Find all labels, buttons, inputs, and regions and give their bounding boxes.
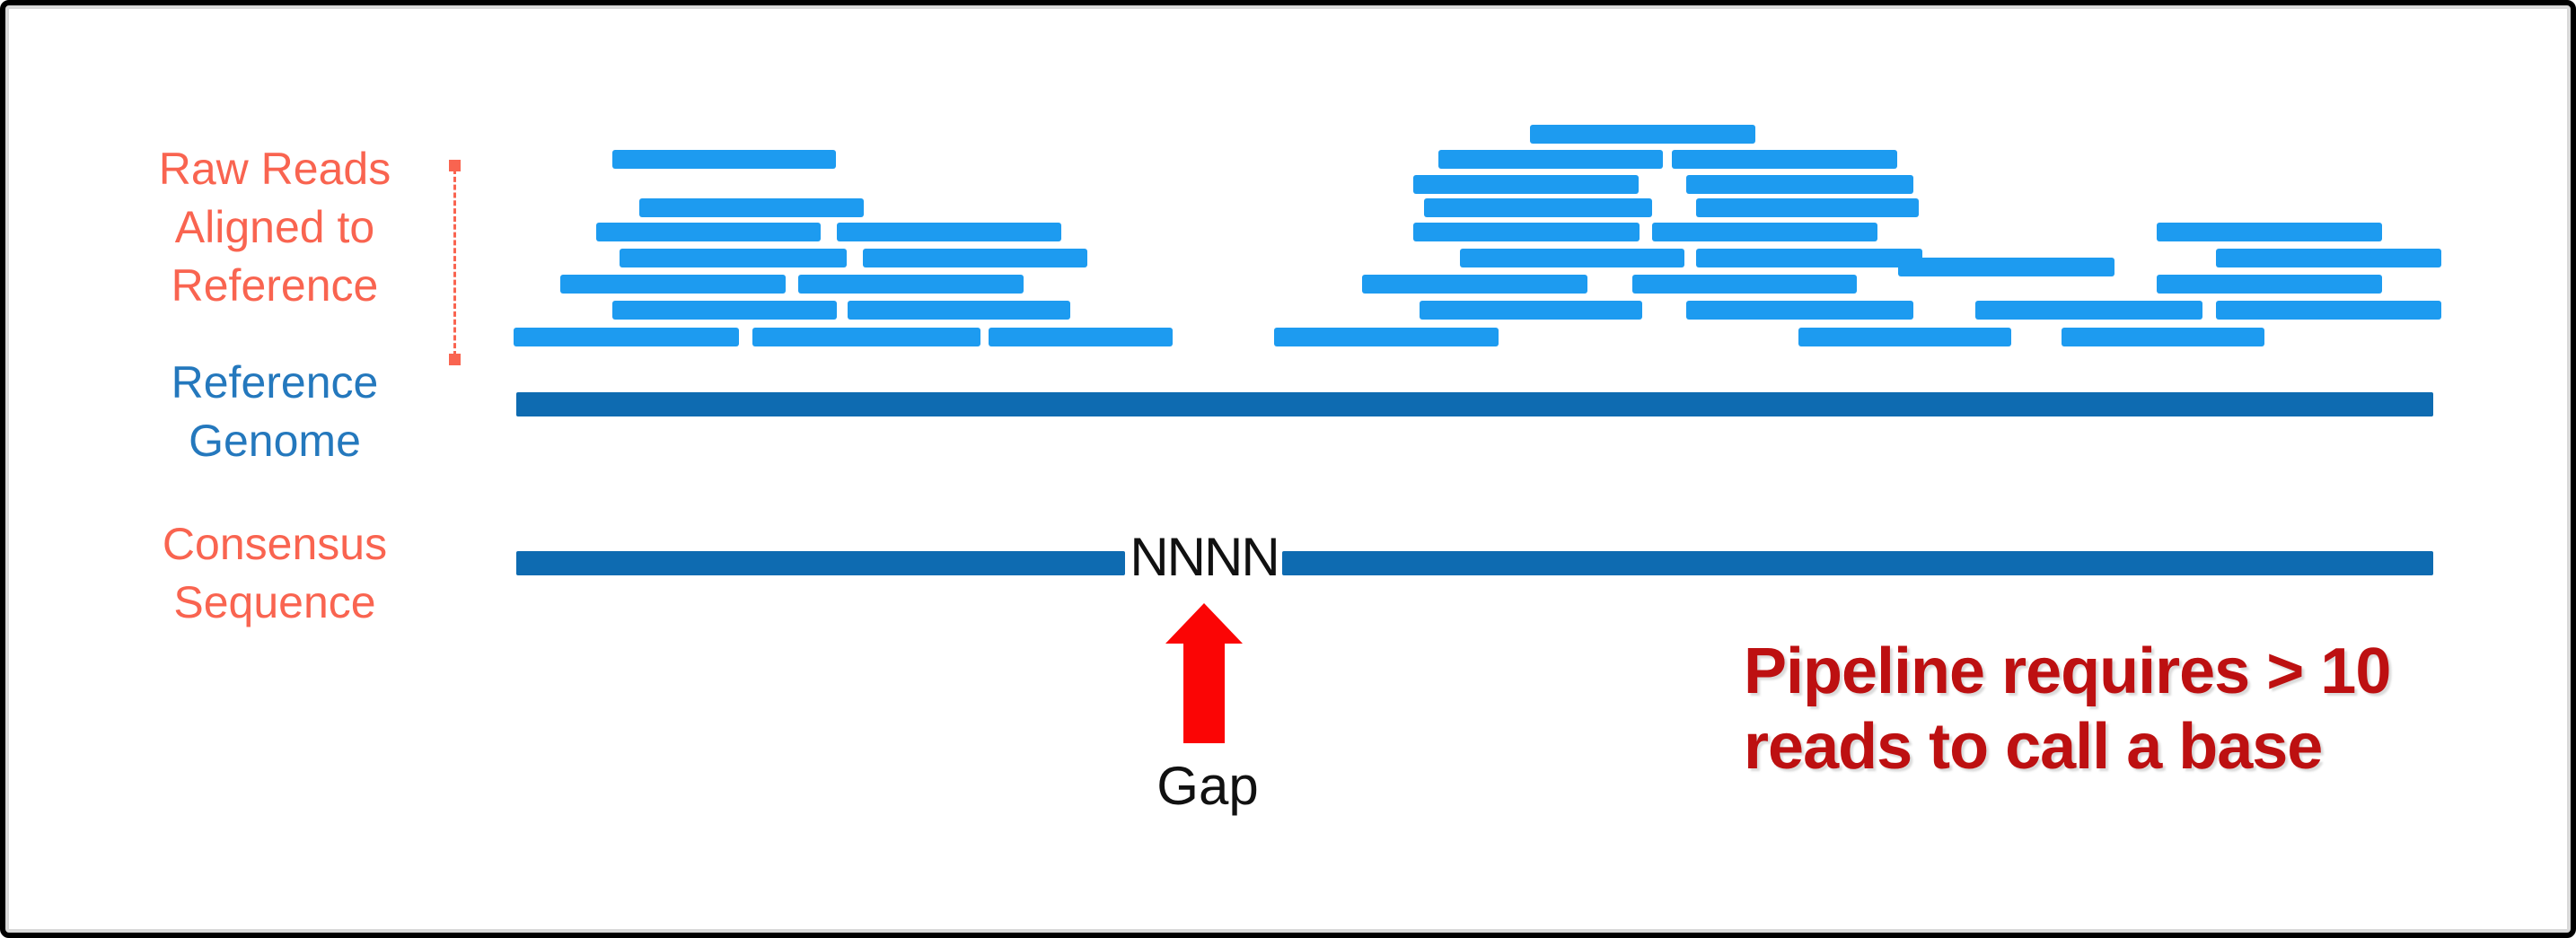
read-bar bbox=[2216, 249, 2441, 267]
consensus-sequence-label-line2: Sequence bbox=[173, 577, 376, 627]
read-bar bbox=[752, 328, 980, 346]
read-bar bbox=[1424, 198, 1652, 217]
read-bar bbox=[596, 223, 821, 241]
gap-arrow-head-icon bbox=[1165, 603, 1243, 644]
raw-reads-label-line3: Reference bbox=[171, 260, 379, 311]
consensus-sequence-label-line1: Consensus bbox=[162, 519, 388, 569]
read-bar bbox=[1686, 175, 1913, 194]
raw-reads-label-line2: Aligned to bbox=[174, 202, 375, 252]
consensus-bar-left bbox=[516, 551, 1125, 575]
reference-genome-label: Reference Genome bbox=[59, 354, 490, 470]
read-bar bbox=[2157, 275, 2382, 294]
read-bar bbox=[848, 301, 1070, 320]
pipeline-annotation-line2: reads to call a base bbox=[1744, 711, 2323, 783]
read-bar bbox=[1672, 150, 1897, 169]
reference-genome-label-line1: Reference bbox=[171, 357, 379, 408]
reference-genome-label-line2: Genome bbox=[189, 416, 361, 466]
read-bar bbox=[863, 249, 1087, 267]
read-bar bbox=[1686, 301, 1913, 320]
read-bar bbox=[1438, 150, 1663, 169]
raw-reads-label-line1: Raw Reads bbox=[158, 144, 391, 194]
reference-genome-bar bbox=[516, 392, 2433, 416]
bracket-top-square bbox=[449, 160, 461, 171]
read-bar bbox=[1798, 328, 2011, 346]
read-bar bbox=[1652, 223, 1877, 241]
read-bar bbox=[837, 223, 1061, 241]
bracket-bottom-square bbox=[449, 354, 461, 365]
read-bar bbox=[798, 275, 1024, 294]
read-bar bbox=[1420, 301, 1642, 320]
read-bar bbox=[1362, 275, 1587, 294]
raw-reads-label: Raw Reads Aligned to Reference bbox=[59, 140, 490, 315]
consensus-sequence-label: Consensus Sequence bbox=[59, 515, 490, 632]
read-bar bbox=[1632, 275, 1857, 294]
read-bar bbox=[2157, 223, 2382, 241]
consensus-bar-right bbox=[1282, 551, 2433, 575]
gap-arrow-shaft-icon bbox=[1183, 642, 1225, 743]
read-bar bbox=[1413, 175, 1639, 194]
read-bar bbox=[620, 249, 847, 267]
raw-reads-extent-bracket bbox=[449, 160, 461, 365]
read-bar bbox=[639, 198, 864, 217]
read-bar bbox=[612, 150, 836, 169]
reads-layer bbox=[5, 5, 2571, 933]
read-bar bbox=[514, 328, 739, 346]
read-bar bbox=[1975, 301, 2202, 320]
gap-label: Gap bbox=[1156, 756, 1259, 816]
read-bar bbox=[560, 275, 786, 294]
read-bar bbox=[2216, 301, 2441, 320]
read-bar bbox=[1274, 328, 1499, 346]
read-bar bbox=[989, 328, 1173, 346]
gap-n-bases-text: NNNN bbox=[1130, 527, 1279, 587]
pipeline-annotation-line1: Pipeline requires > 10 bbox=[1744, 636, 2391, 707]
pipeline-annotation: Pipeline requires > 10 reads to call a b… bbox=[1744, 634, 2516, 785]
read-bar bbox=[2062, 328, 2264, 346]
read-bar bbox=[1413, 223, 1640, 241]
read-bar bbox=[612, 301, 837, 320]
read-bar bbox=[1530, 125, 1755, 144]
read-bar bbox=[1696, 249, 1922, 267]
read-bar bbox=[1898, 258, 2114, 276]
read-bar bbox=[1696, 198, 1919, 217]
read-bar bbox=[1460, 249, 1684, 267]
bracket-dashed-line bbox=[453, 169, 456, 356]
